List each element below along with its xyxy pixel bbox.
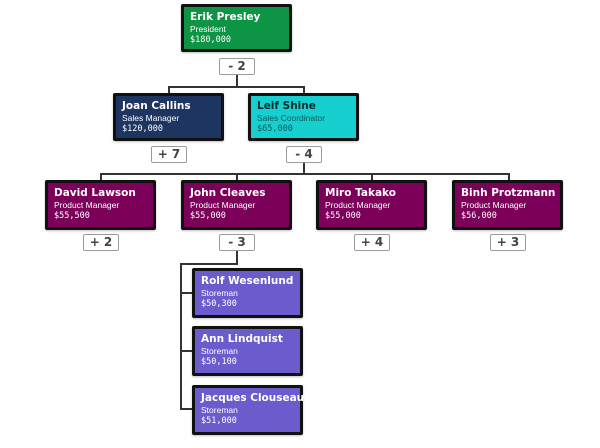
node-jacques-clouseau[interactable]: Jacques Clouseau Storeman $51,000 [192, 385, 305, 435]
node-salary: $50,100 [201, 357, 237, 367]
node-ann-lindquist[interactable]: Ann Lindquist Storeman $50,100 [192, 326, 303, 376]
connector-line [100, 173, 510, 175]
expand-toggle-miro[interactable]: + 4 [354, 234, 390, 251]
connector-line [180, 292, 192, 294]
node-salary: $51,000 [201, 416, 237, 426]
expand-toggle-binh[interactable]: + 3 [490, 234, 526, 251]
connector-line [236, 75, 238, 87]
node-salary: $55,000 [190, 211, 226, 221]
connector-line [180, 263, 238, 265]
node-name: Rolf Wesenlund [201, 275, 294, 287]
node-erik-presley[interactable]: Erik Presley President $180,000 [181, 4, 292, 52]
node-salary: $180,000 [190, 35, 231, 45]
node-name: John Cleaves [190, 187, 266, 199]
node-salary: $120,000 [122, 124, 163, 134]
node-title: Product Manager [325, 200, 391, 210]
connector-line [180, 263, 182, 409]
node-title: Sales Manager [122, 113, 180, 123]
connector-line [100, 173, 102, 181]
node-binh-protzmann[interactable]: Binh Protzmann Product Manager $56,000 [452, 180, 563, 230]
collapse-toggle-leif[interactable]: - 4 [286, 146, 322, 163]
node-david-lawson[interactable]: David Lawson Product Manager $55,500 [45, 180, 156, 230]
connector-line [236, 173, 238, 181]
connector-line [303, 162, 305, 174]
node-title: Product Manager [190, 200, 256, 210]
node-rolf-wesenlund[interactable]: Rolf Wesenlund Storeman $50,300 [192, 268, 303, 318]
node-title: Storeman [201, 346, 238, 356]
node-name: Miro Takako [325, 187, 396, 199]
node-title: Storeman [201, 405, 238, 415]
node-salary: $65,000 [257, 124, 293, 134]
node-name: Leif Shine [257, 100, 316, 112]
node-salary: $55,500 [54, 211, 90, 221]
node-title: President [190, 24, 226, 34]
node-title: Product Manager [54, 200, 120, 210]
expand-toggle-david[interactable]: + 2 [83, 234, 119, 251]
connector-line [168, 86, 170, 94]
connector-line [168, 86, 305, 88]
collapse-toggle-erik[interactable]: - 2 [219, 58, 255, 75]
node-john-cleaves[interactable]: John Cleaves Product Manager $55,000 [181, 180, 292, 230]
node-name: Jacques Clouseau [201, 392, 305, 404]
node-joan-callins[interactable]: Joan Callins Sales Manager $120,000 [113, 93, 224, 141]
collapse-toggle-john[interactable]: - 3 [219, 234, 255, 251]
connector-line [236, 250, 238, 264]
node-title: Storeman [201, 288, 238, 298]
connector-line [180, 408, 192, 410]
node-name: Ann Lindquist [201, 333, 283, 345]
node-name: Erik Presley [190, 11, 261, 23]
node-title: Sales Coordinator [257, 113, 326, 123]
expand-toggle-joan[interactable]: + 7 [151, 146, 187, 163]
node-name: Joan Callins [122, 100, 191, 112]
connector-line [303, 86, 305, 94]
node-salary: $50,300 [201, 299, 237, 309]
node-miro-takako[interactable]: Miro Takako Product Manager $55,000 [316, 180, 427, 230]
node-leif-shine[interactable]: Leif Shine Sales Coordinator $65,000 [248, 93, 359, 141]
node-title: Product Manager [461, 200, 527, 210]
connector-line [180, 350, 192, 352]
connector-line [371, 173, 373, 181]
node-salary: $55,000 [325, 211, 361, 221]
node-salary: $56,000 [461, 211, 497, 221]
node-name: David Lawson [54, 187, 136, 199]
connector-line [508, 173, 510, 181]
node-name: Binh Protzmann [461, 187, 556, 199]
